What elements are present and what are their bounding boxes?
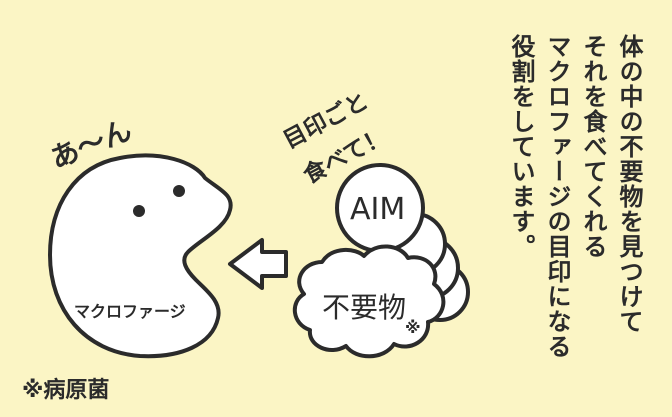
aim-label: AIM — [350, 192, 406, 227]
footnote: ※病原菌 — [22, 378, 110, 403]
macrophage-eye-left — [133, 205, 145, 217]
description-line-3: マクロファージの目印になる — [543, 34, 571, 359]
arrow-icon — [228, 238, 288, 290]
waste-mark: ※ — [405, 318, 421, 337]
waste-label: 不要物 — [322, 291, 407, 324]
macrophage-body — [48, 153, 233, 359]
description-line-2: それを食べてくれる — [579, 34, 607, 259]
description-line-4: 役割をしています。 — [507, 34, 535, 259]
macrophage-label: マクロファージ — [74, 302, 186, 321]
description-line-1: 体の中の不要物を見つけて — [615, 34, 643, 334]
waste-cloud — [293, 244, 446, 359]
macrophage-eye-right — [173, 185, 185, 197]
